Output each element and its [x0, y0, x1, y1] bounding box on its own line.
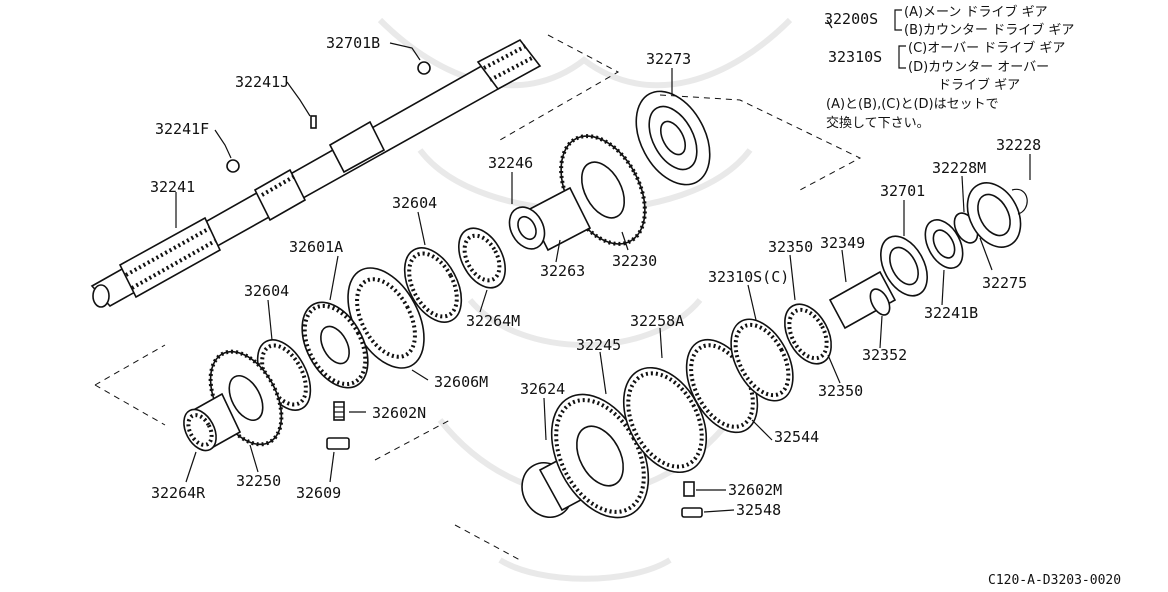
shifting-key-32609	[326, 437, 350, 450]
part-label-32624[interactable]: 32624	[520, 380, 565, 398]
part-label-32701[interactable]: 32701	[880, 182, 925, 200]
part-label-32275[interactable]: 32275	[982, 274, 1027, 292]
legend-set-a-line-1: (A)メーン ドライブ ギア	[904, 4, 1048, 20]
part-label-32349[interactable]: 32349	[820, 234, 865, 252]
legend-note-line-1: (A)と(B),(C)と(D)はセットで	[826, 97, 999, 112]
legend-block: 32200S (A)メーン ドライブ ギア (B)カウンター ドライブ ギア 3…	[824, 4, 1074, 131]
part-label-32228[interactable]: 32228	[996, 136, 1041, 154]
main-shaft	[90, 38, 542, 308]
part-label-32264M[interactable]: 32264M	[466, 312, 520, 330]
part-label-32264R[interactable]: 32264R	[151, 484, 206, 502]
part-label-32246[interactable]: 32246	[488, 154, 533, 172]
part-label-32241F[interactable]: 32241F	[155, 120, 209, 138]
part-label-32350-top[interactable]: 32350	[768, 238, 813, 256]
legend-set-b-line-1: (C)オーバー ドライブ ギア	[908, 40, 1065, 56]
part-label-32606M[interactable]: 32606M	[434, 373, 488, 391]
synchro-hub-32601A	[301, 301, 369, 389]
part-label-32241J[interactable]: 32241J	[235, 73, 289, 91]
counter-shaft-assembly	[521, 182, 1028, 519]
legend-set-b-line-3: ドライブ ギア	[938, 77, 1020, 93]
part-label-32245[interactable]: 32245	[576, 336, 621, 354]
bearing-32273	[635, 90, 711, 186]
coupling-sleeve-32606M	[347, 267, 425, 369]
part-label-32241[interactable]: 32241	[150, 178, 195, 196]
dashed-guide-lines	[94, 34, 862, 561]
part-label-32258A[interactable]: 32258A	[630, 312, 684, 330]
legend-set-b-line-2: (D)カウンター オーバー	[908, 60, 1049, 75]
part-label-32250[interactable]: 32250	[236, 472, 281, 490]
needle-bearing-32264R	[183, 392, 242, 452]
needle-bearing-32264M	[458, 227, 506, 289]
leader-lines	[175, 19, 1031, 513]
legend-set-a-code[interactable]: 32200S	[824, 10, 878, 28]
part-label-32241B[interactable]: 32241B	[924, 304, 978, 322]
part-label-32230[interactable]: 32230	[612, 252, 657, 270]
part-labels: 32701B 32241J 32241F 32241 32273 32246 3…	[150, 34, 1041, 519]
legend-note-line-2: 交換して下さい。	[826, 115, 930, 131]
part-label-32609[interactable]: 32609	[296, 484, 341, 502]
spring-32602N	[333, 401, 345, 421]
part-label-32701B[interactable]: 32701B	[326, 34, 380, 52]
part-label-32604-left[interactable]: 32604	[244, 282, 289, 300]
drawing-code: C120-A-D3203-0020	[988, 573, 1121, 588]
part-label-32273[interactable]: 32273	[646, 50, 691, 68]
part-label-32310S-C[interactable]: 32310S(C)	[708, 268, 789, 286]
part-label-32544[interactable]: 32544	[774, 428, 819, 446]
part-label-32263[interactable]: 32263	[540, 262, 585, 280]
legend-set-a-line-2: (B)カウンター ドライブ ギア	[904, 22, 1074, 38]
part-label-32602M[interactable]: 32602M	[728, 481, 782, 499]
part-label-32548[interactable]: 32548	[736, 501, 781, 519]
part-label-32602N[interactable]: 32602N	[372, 404, 426, 422]
part-label-32352[interactable]: 32352	[862, 346, 907, 364]
part-label-32350-bottom[interactable]: 32350	[818, 382, 863, 400]
synchro-ring-32604-top	[403, 247, 463, 323]
part-label-32604-top[interactable]: 32604	[392, 194, 437, 212]
part-label-32601A[interactable]: 32601A	[289, 238, 343, 256]
sleeve-32263	[508, 186, 592, 252]
legend-set-b-code[interactable]: 32310S	[828, 48, 882, 66]
part-label-32228M[interactable]: 32228M	[932, 159, 986, 177]
